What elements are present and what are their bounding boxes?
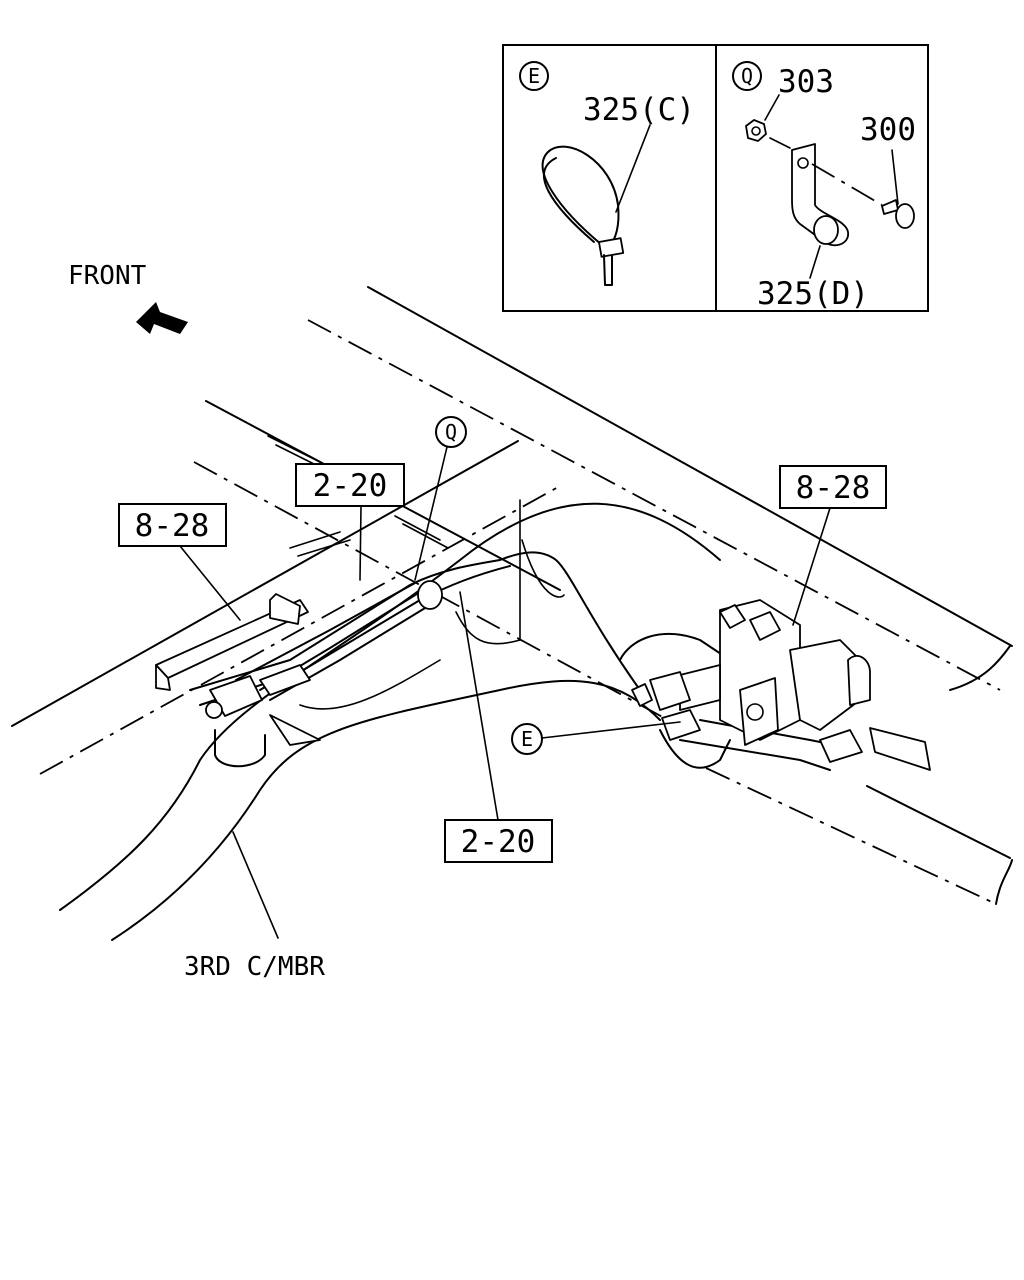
part-303-label: 303 [778,64,834,100]
marker-q-main-label: Q [445,420,457,444]
marker-e-label: E [528,64,540,88]
marker-e-main-label: E [521,727,533,751]
marker-q-leader [414,446,448,581]
marker-q-circle [732,61,762,91]
nut-align-line [769,137,791,149]
callout-8-28-left: 8-28 [118,503,241,621]
detail-q: Q 303 300 325(D) [732,61,916,312]
front-arrow-icon [136,302,188,334]
callout-8-28-right-label: 8-28 [796,470,871,506]
marker-e-circle [519,61,549,91]
crossmember-leader [232,831,279,939]
nut-icon [745,119,767,142]
part-300-label: 300 [860,112,916,148]
detail-panel: E 325(C) Q 303 300 325(D) [502,44,929,312]
callout-marker-e: E [511,721,681,755]
callout-2-20-top-frame [295,463,405,507]
callout-2-20-top-leader [359,505,362,581]
marker-e-main-circle [511,723,543,755]
bolt-icon [881,199,915,229]
cable-tie-icon [541,145,625,286]
part-325d-leader [809,245,821,279]
front-label: FRONT [68,261,147,291]
callout-8-28-right: 8-28 [779,465,887,626]
chassis-frame [11,286,1013,905]
callout-2-20-bottom-frame [444,819,553,863]
marker-e-leader [541,721,681,739]
crossmember-callout: 3RD C/MBR [184,831,325,982]
valve-assembly [631,599,931,771]
callout-8-28-right-frame [779,465,887,509]
crossmember-label: 3RD C/MBR [184,952,325,982]
callout-2-20-bottom-leader [459,591,499,821]
third-crossmember [59,499,721,941]
bolt-align-line [811,163,883,206]
callout-2-20-bottom-label: 2-20 [461,824,536,860]
part-325c-label: 325(C) [583,92,695,128]
callout-8-28-right-leader [792,507,831,626]
clip-bracket-icon [791,143,849,247]
callout-8-28-left-leader [179,545,241,621]
part-325d-label: 325(D) [757,276,869,312]
callout-2-20-bottom: 2-20 [444,591,553,863]
detail-e: E 325(C) [519,61,695,286]
callout-8-28-left-label: 8-28 [135,508,210,544]
left-junction-block [155,580,443,746]
marker-q-main-circle [435,416,467,448]
callout-8-28-left-frame [118,503,227,547]
front-indicator: FRONT [68,261,188,334]
callout-2-20-top-label: 2-20 [313,468,388,504]
part-303-leader [764,94,780,121]
callout-marker-q: Q [414,416,467,581]
callout-2-20-top: 2-20 [295,463,405,581]
marker-q-label: Q [741,64,753,88]
part-300-leader [891,149,899,205]
part-325c-leader [615,124,651,213]
